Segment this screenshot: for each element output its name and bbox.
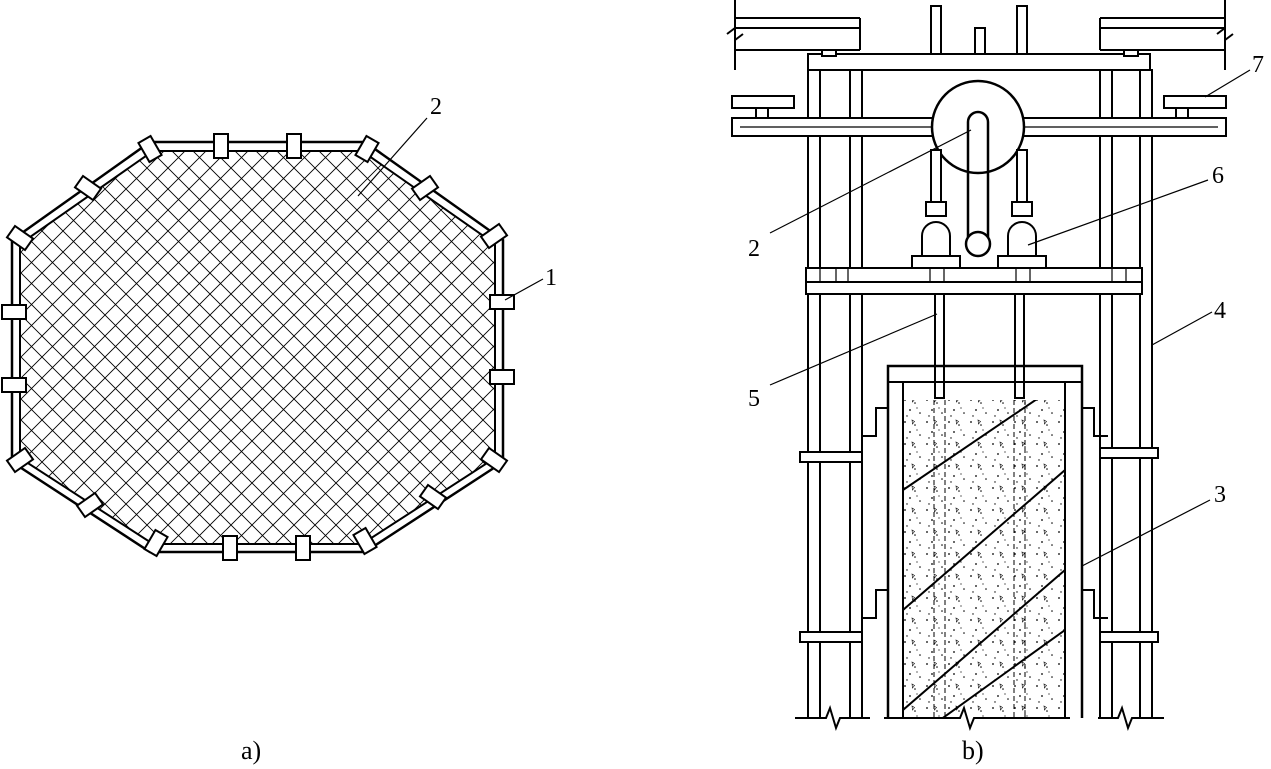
top-rod xyxy=(974,27,986,55)
leader-line-a1 xyxy=(504,278,544,301)
clamp-block xyxy=(352,526,378,556)
platform-left xyxy=(731,95,795,119)
clamp-block xyxy=(295,535,311,561)
leader-line-b6 xyxy=(1027,179,1209,246)
ground-line xyxy=(795,704,1164,732)
concrete-fill xyxy=(903,400,1065,718)
platform-board xyxy=(1163,95,1227,109)
leader-line-a2 xyxy=(357,117,428,197)
clamp-block xyxy=(5,446,35,474)
clamp-block xyxy=(5,224,35,252)
top-slab-left xyxy=(726,0,861,70)
horizontal-ties xyxy=(799,447,1159,643)
clamp-block xyxy=(222,535,238,561)
caption-b: b) xyxy=(962,736,984,765)
panel-b-elevation: 2 3 4 5 6 7 b) xyxy=(726,0,1264,765)
callout-b-2: 2 xyxy=(748,236,760,262)
formwork-brackets xyxy=(862,407,1108,619)
clamp-block xyxy=(75,491,105,519)
scaffold-tube xyxy=(1139,69,1153,719)
leader-line-b5 xyxy=(769,313,938,386)
callout-a-1: 1 xyxy=(545,265,557,291)
lower-frame-beam xyxy=(805,281,1143,295)
callout-b-5: 5 xyxy=(748,386,760,412)
platform-right xyxy=(1163,95,1227,119)
clamp-block xyxy=(73,174,103,202)
clamp-block xyxy=(418,483,448,511)
break-mark xyxy=(726,26,744,42)
scaffold-tube xyxy=(849,69,863,719)
top-rod xyxy=(930,5,942,55)
leader-line-b3 xyxy=(1081,499,1211,567)
clamp-block xyxy=(137,134,163,164)
callout-b-3: 3 xyxy=(1214,482,1226,508)
jack-body-right xyxy=(1007,221,1037,257)
scaffold-tube xyxy=(1099,69,1113,719)
clamp-block xyxy=(479,446,509,474)
leader-line-b4 xyxy=(1151,311,1213,346)
callout-a-2: 2 xyxy=(430,94,442,120)
clamp-block xyxy=(1,377,27,393)
clamp-block xyxy=(410,174,440,202)
upper-frame-beam xyxy=(807,53,1151,71)
panel-a-section: 1 2 a) xyxy=(1,94,557,765)
callout-b-6: 6 xyxy=(1212,163,1224,189)
top-slab-right xyxy=(1099,0,1234,70)
clamp-block xyxy=(489,369,515,385)
pulley-wheel xyxy=(930,79,1026,175)
callout-b-4: 4 xyxy=(1214,298,1226,324)
clamp-block xyxy=(354,134,380,164)
jack-assembly xyxy=(911,149,1047,269)
clamp-block xyxy=(479,222,509,250)
leader-line-b2 xyxy=(769,129,972,234)
scaffold-tube xyxy=(807,69,821,719)
hoist-assembly xyxy=(930,79,1026,258)
clamp-block xyxy=(213,133,229,159)
leader-line-b7 xyxy=(1204,69,1251,98)
jack-body-left xyxy=(921,221,951,257)
clamp-block xyxy=(286,133,302,159)
clamp-block xyxy=(1,304,27,320)
caption-a: a) xyxy=(241,736,261,765)
hoist-loop xyxy=(966,110,990,244)
support-rod xyxy=(1014,293,1025,399)
callout-b-7: 7 xyxy=(1252,52,1264,78)
column-core-hatch xyxy=(19,150,496,545)
scaffold-tubes xyxy=(807,69,1153,719)
clamp-block xyxy=(143,528,169,558)
break-mark xyxy=(1216,26,1234,42)
support-rod xyxy=(934,293,945,399)
top-rod xyxy=(1016,5,1028,55)
